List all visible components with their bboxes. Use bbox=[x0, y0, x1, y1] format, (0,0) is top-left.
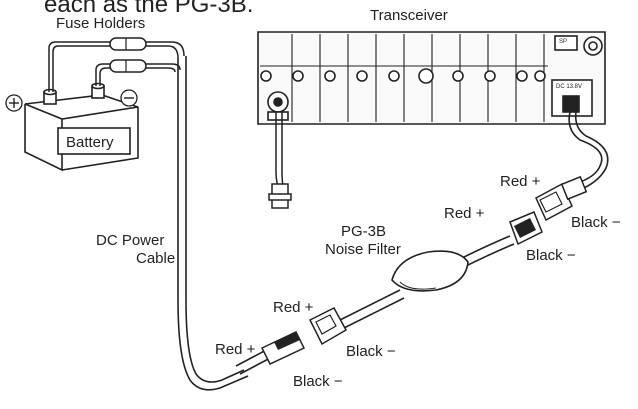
battery bbox=[24, 82, 139, 172]
negative-terminal-icon bbox=[120, 89, 138, 107]
black-minus-label-filter-output: Black − bbox=[526, 247, 576, 264]
filter-output-connector bbox=[509, 211, 543, 246]
transceiver-label: Transceiver bbox=[370, 7, 448, 24]
filter-label-line1: PG-3B bbox=[341, 223, 387, 240]
sp-jack-label: SP bbox=[559, 39, 567, 45]
battery-label: Battery bbox=[66, 134, 114, 151]
red-plus-label-filter-input: Red + bbox=[273, 299, 314, 316]
black-minus-label-filter-input: Black − bbox=[346, 343, 396, 360]
red-plus-label-cable: Red + bbox=[215, 341, 256, 358]
header-fragment: each as the PG-3B. bbox=[44, 0, 253, 18]
antenna-cable bbox=[268, 112, 292, 209]
transceiver-plug bbox=[535, 175, 588, 222]
transceiver bbox=[257, 31, 606, 125]
fuse-holders-label: Fuse Holders bbox=[56, 15, 146, 32]
dc-cable-plug bbox=[260, 331, 306, 365]
dc-jack-label: DC 13.8V bbox=[556, 84, 582, 90]
transceiver-dc-cable bbox=[568, 111, 609, 189]
fuse-holder-positive bbox=[109, 37, 147, 51]
red-plus-label-transceiver: Red + bbox=[500, 173, 541, 190]
dc-power-label-line1: DC Power bbox=[96, 232, 165, 249]
dc-power-label-line2: Cable bbox=[136, 250, 176, 267]
noise-filter bbox=[391, 250, 469, 292]
filter-label-line2: Noise Filter bbox=[325, 241, 401, 258]
red-plus-label-filter-output: Red + bbox=[444, 205, 485, 222]
filter-input-connector bbox=[308, 307, 348, 346]
black-minus-label-transceiver: Black − bbox=[571, 214, 621, 231]
black-minus-label-cable: Black − bbox=[293, 373, 343, 390]
positive-terminal-icon bbox=[5, 94, 23, 112]
fuse-holder-negative bbox=[109, 59, 147, 73]
